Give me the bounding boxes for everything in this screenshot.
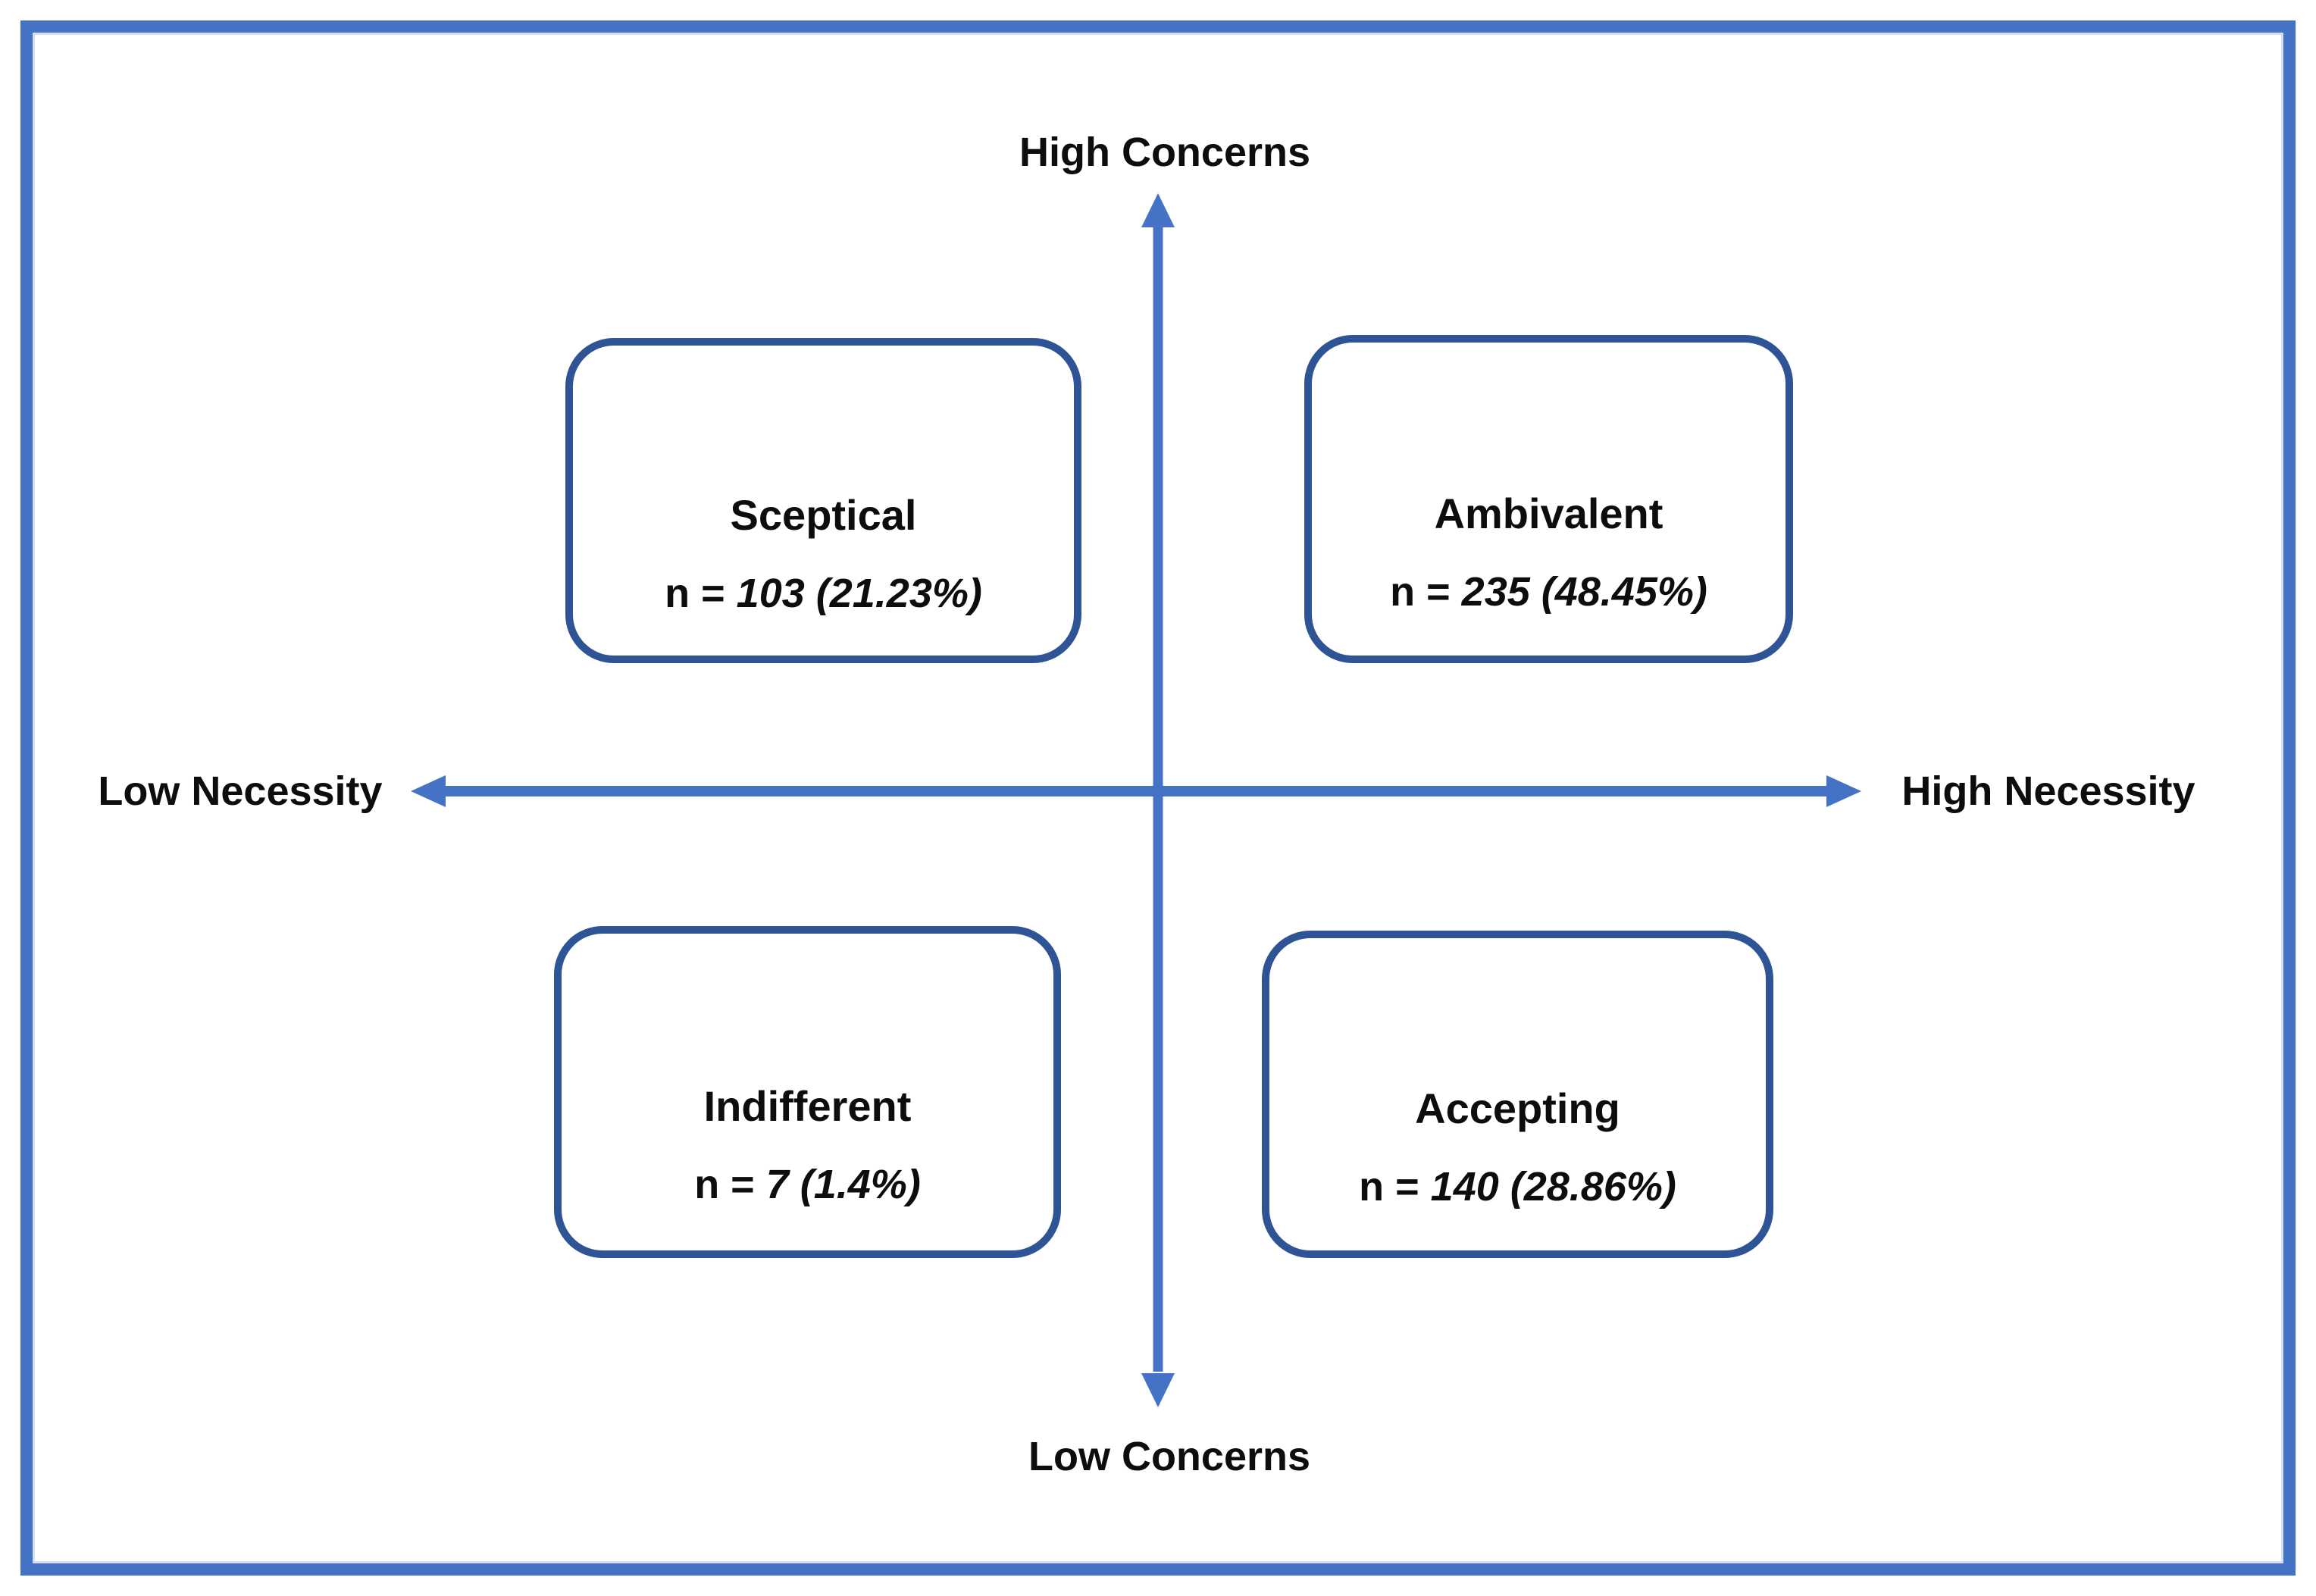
arrowhead-down-icon bbox=[1141, 1373, 1175, 1407]
arrowhead-left-icon bbox=[411, 775, 446, 807]
n-prefix: n = bbox=[694, 1162, 766, 1208]
n-prefix: n = bbox=[665, 570, 737, 616]
quadrant-n-count: n = 7 (1.4%) bbox=[694, 1160, 921, 1210]
axis-label-low-concerns: Low Concerns bbox=[1028, 1434, 1311, 1479]
quadrant-n-count: n = 103 (21.23%) bbox=[665, 569, 982, 618]
n-value: 103 (21.23%) bbox=[736, 570, 982, 616]
quadrant-title: Sceptical bbox=[730, 490, 917, 539]
n-value: 235 (48.45%) bbox=[1461, 568, 1707, 615]
quadrant-box-indifferent: Indifferent n = 7 (1.4%) bbox=[554, 926, 1061, 1258]
quadrant-box-ambivalent: Ambivalent n = 235 (48.45%) bbox=[1304, 335, 1793, 663]
quadrant-n-count: n = 140 (28.86%) bbox=[1359, 1163, 1676, 1212]
n-value: 140 (28.86%) bbox=[1430, 1164, 1676, 1210]
quadrant-title: Accepting bbox=[1415, 1084, 1620, 1132]
n-value: 7 (1.4%) bbox=[765, 1162, 921, 1208]
quadrant-n-count: n = 235 (48.45%) bbox=[1390, 568, 1707, 617]
quadrant-box-sceptical: Sceptical n = 103 (21.23%) bbox=[565, 338, 1081, 663]
arrowhead-right-icon bbox=[1826, 775, 1861, 807]
figure-border-frame bbox=[20, 20, 2296, 1576]
axis-label-high-concerns: High Concerns bbox=[1019, 130, 1311, 175]
arrowhead-up-icon bbox=[1141, 193, 1175, 227]
quadrant-text: Accepting n = 140 (28.86%) bbox=[1359, 1083, 1676, 1212]
n-prefix: n = bbox=[1390, 568, 1462, 615]
n-prefix: n = bbox=[1359, 1164, 1431, 1210]
quadrant-text: Indifferent n = 7 (1.4%) bbox=[694, 1081, 921, 1210]
quadrant-title: Ambivalent bbox=[1434, 489, 1663, 537]
axis-label-low-necessity: Low Necessity bbox=[98, 768, 383, 814]
quadrant-text: Ambivalent n = 235 (48.45%) bbox=[1390, 488, 1707, 617]
quadrant-title: Indifferent bbox=[703, 1082, 912, 1130]
axis-label-high-necessity: High Necessity bbox=[1901, 768, 2196, 814]
quadrant-text: Sceptical n = 103 (21.23%) bbox=[665, 490, 982, 618]
quadrant-box-accepting: Accepting n = 140 (28.86%) bbox=[1262, 931, 1773, 1258]
